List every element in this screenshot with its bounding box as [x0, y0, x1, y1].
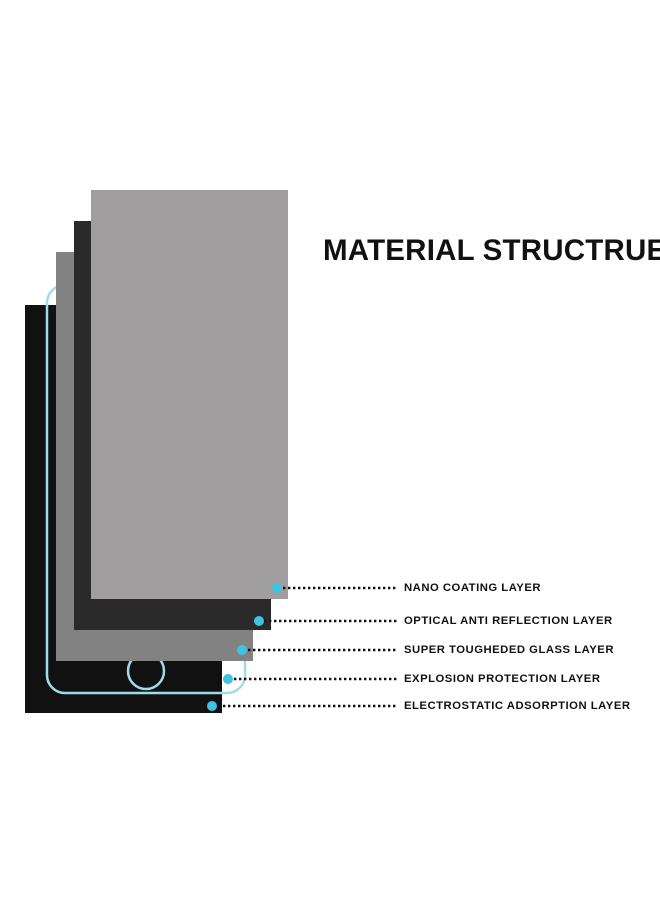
- label-explosion-protection: EXPLOSION PROTECTION LAYER: [404, 673, 601, 685]
- label-electrostatic-adsorption: ELECTROSTATIC ADSORPTION LAYER: [404, 700, 631, 712]
- marker-dot-optical: [254, 616, 264, 626]
- diagram-title: MATERIAL STRUCTRUE: [323, 234, 660, 267]
- marker-dot-glass: [237, 645, 247, 655]
- label-super-toughened-glass: SUPER TOUGHEDED GLASS LAYER: [404, 644, 614, 656]
- label-optical-anti-reflection: OPTICAL ANTI REFLECTION LAYER: [404, 615, 613, 627]
- label-nano-coating: NANO COATING LAYER: [404, 582, 542, 594]
- marker-dot-nano: [272, 583, 282, 593]
- nano-coating-layer: [91, 190, 288, 599]
- marker-dot-electrostatic: [207, 701, 217, 711]
- marker-dot-explosion: [223, 674, 233, 684]
